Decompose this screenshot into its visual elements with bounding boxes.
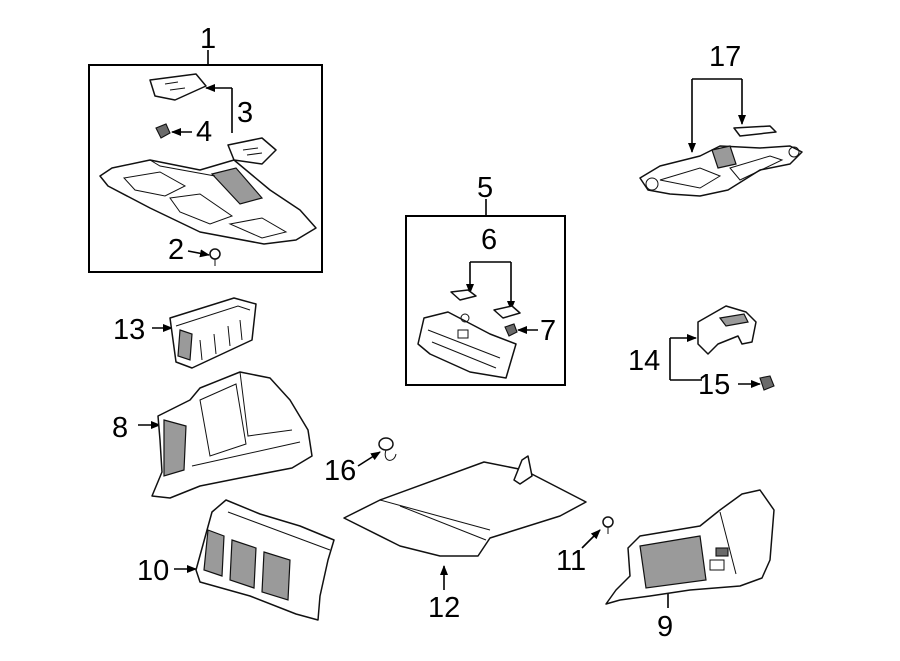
callout-1: 1	[200, 23, 216, 55]
part-16-hook[interactable]	[378, 437, 397, 461]
callout-2: 2	[168, 234, 184, 266]
callout-12: 12	[428, 592, 460, 624]
callout-8: 8	[112, 412, 128, 444]
callout-11: 11	[556, 545, 586, 577]
callout-16: 16	[324, 455, 356, 487]
callout-6: 6	[481, 224, 497, 256]
callout-14: 14	[628, 345, 660, 377]
part-6-covers[interactable]	[450, 289, 521, 319]
callout-3: 3	[237, 97, 253, 129]
part-13-storage-box[interactable]	[169, 297, 257, 369]
part-10-rear-panel[interactable]	[195, 499, 335, 621]
part-14-cover[interactable]	[697, 305, 757, 355]
callout-4: 4	[196, 116, 212, 148]
part-4-clip[interactable]	[155, 123, 171, 139]
part-12-trunk-floor-cover[interactable]	[343, 455, 587, 557]
part-7-clip[interactable]	[504, 323, 518, 337]
part-1-rear-shelf[interactable]	[99, 159, 317, 245]
group-box-rear-shelf	[88, 64, 323, 273]
callout-17: 17	[709, 41, 741, 73]
callout-15: 15	[698, 369, 730, 401]
callout-7: 7	[540, 315, 556, 347]
part-17-jack[interactable]	[639, 125, 803, 197]
part-15-clip[interactable]	[759, 375, 775, 391]
part-2-screw[interactable]	[209, 248, 221, 266]
callout-10: 10	[137, 555, 169, 587]
part-8-side-trim-left[interactable]	[151, 371, 313, 499]
part-3-shelf-pad[interactable]	[149, 73, 277, 165]
callout-5: 5	[477, 172, 493, 204]
callout-13: 13	[113, 314, 145, 346]
part-5-trunk-trim-panel[interactable]	[417, 311, 517, 379]
part-11-clip[interactable]	[602, 516, 614, 534]
part-9-side-trim-right[interactable]	[605, 489, 775, 605]
callout-9: 9	[657, 611, 673, 643]
